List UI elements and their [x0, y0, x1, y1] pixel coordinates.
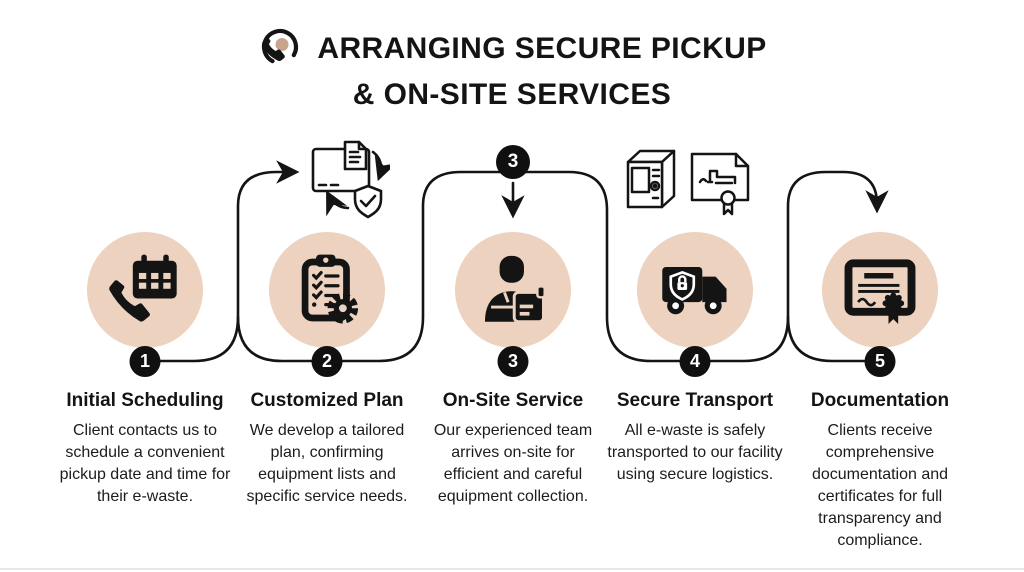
step-2-badge: 2: [311, 346, 343, 377]
step-5-circle: [822, 232, 938, 348]
step-4-circle: [637, 232, 753, 348]
step-5-description: Clients receive comprehensive documentat…: [811, 422, 949, 549]
step-2-circle: [269, 232, 385, 348]
step-4-badge: 4: [679, 346, 711, 377]
step-3-badge: 3: [497, 346, 529, 377]
page-title-line1: ARRANGING SECURE PICKUP: [317, 32, 767, 66]
step-4-description: All e-waste is safely transported to our…: [607, 422, 783, 483]
step-3-title: On-Site Service: [442, 390, 584, 411]
step-1-circle: [87, 232, 203, 348]
page-title-line2: & ON-SITE SERVICES: [352, 78, 672, 111]
step-5-badge: 5: [864, 346, 896, 377]
connector-4-to-5: [709, 170, 889, 363]
phone-calendar-icon: [106, 254, 177, 324]
step-5-title: Documentation: [810, 390, 950, 411]
clipboard-gear-icon: [301, 254, 359, 324]
step-2-description: We develop a tailored plan, confirming e…: [246, 422, 408, 505]
header: ARRANGING SECURE PICKUP & ON-SITE SERVIC…: [0, 26, 1024, 114]
step-2-title: Customized Plan: [250, 390, 404, 411]
bottom-divider: [0, 568, 1024, 570]
phone-call-icon: [257, 26, 303, 72]
monitor-shield-sync-icon: [311, 140, 390, 219]
certificate-icon: [844, 259, 916, 324]
connector-1-to-plan-icon: [158, 160, 300, 363]
top-step-badge-3: 3: [496, 145, 530, 179]
connector-5-left-merge: [786, 315, 866, 363]
technician-box-icon: [484, 255, 546, 324]
step-1-badge: 1: [129, 346, 161, 377]
secure-truck-icon: [662, 266, 727, 315]
step-3-circle: [455, 232, 571, 348]
tower-certificate-icon: [626, 149, 750, 216]
step-1-description: Client contacts us to schedule a conveni…: [59, 422, 231, 505]
step-1-title: Initial Scheduling: [66, 390, 224, 411]
step-4-title: Secure Transport: [616, 390, 774, 411]
step-3-description: Our experienced team arrives on-site for…: [433, 422, 593, 505]
connector-2-left-merge: [236, 315, 313, 363]
